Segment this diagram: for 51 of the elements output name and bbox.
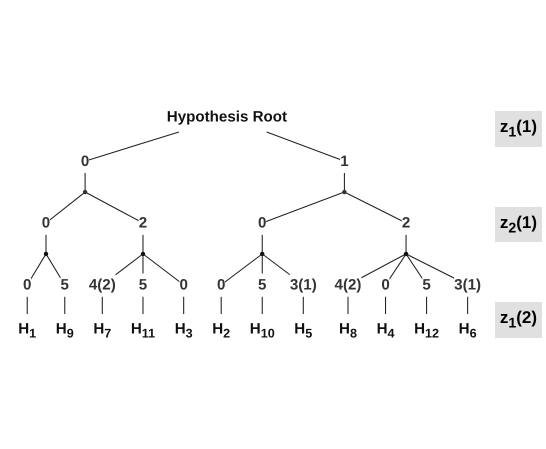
edge-label: 5 (258, 276, 266, 293)
edge-label: 5 (422, 276, 431, 293)
connector (84, 131, 180, 190)
node-text: H$_{4}$ (376, 320, 395, 341)
level-label: z$_{2}$(1) (494, 206, 542, 242)
connector (220, 254, 262, 314)
node-text: H$_{2}$ (212, 320, 230, 341)
level-label: z$_{1}$(1) (494, 111, 542, 147)
node-text: H$_{6}$ (458, 320, 477, 341)
connector (86, 192, 144, 252)
edge-label: 0 (80, 152, 90, 170)
connector (346, 192, 407, 252)
edge-label: 2 (138, 214, 148, 231)
edge-label: 0 (179, 276, 188, 293)
node-circle (44, 251, 48, 256)
edge-label: 5 (60, 276, 69, 293)
node-point (82, 190, 88, 194)
edge-label: 0 (381, 276, 390, 293)
connector (45, 192, 84, 252)
node-text: H$_{10}$ (250, 320, 275, 341)
level-label: z$_{1}$(2) (494, 302, 542, 338)
node-text: H$_{12}$ (414, 320, 440, 341)
node-text: H$_{1}$ (18, 320, 36, 341)
node-text: H$_{3}$ (174, 320, 193, 341)
edge-label: 3(1) (454, 276, 482, 293)
edge-label: 0 (42, 214, 50, 231)
node-point (342, 190, 347, 194)
edge-label: 5 (138, 276, 148, 293)
node-text: Hypothesis Root (166, 108, 288, 125)
node-text: H$_{8}$ (339, 320, 357, 341)
edge-label: 0 (258, 214, 266, 231)
connector (26, 254, 46, 314)
connector (144, 254, 184, 314)
connector (262, 192, 343, 252)
edge-label: 0 (23, 276, 32, 293)
edge-label: 1 (340, 152, 349, 170)
edge-label: 2 (402, 214, 410, 231)
connector (347, 254, 405, 314)
node-text: H$_{7}$ (93, 320, 112, 341)
edge-label: 4(2) (334, 276, 362, 293)
edge-label: 3(1) (290, 276, 317, 293)
edge-label: 0 (216, 276, 226, 293)
node-text: H$_{11}$ (130, 320, 156, 341)
connector (266, 131, 345, 190)
node-circle (404, 251, 408, 256)
edge-label: 4(2) (88, 276, 116, 293)
node-circle (260, 251, 264, 256)
node-text: H$_{5}$ (294, 320, 312, 341)
node-circle (140, 251, 146, 256)
connector (385, 254, 406, 314)
node-text: H$_{9}$ (56, 320, 74, 341)
